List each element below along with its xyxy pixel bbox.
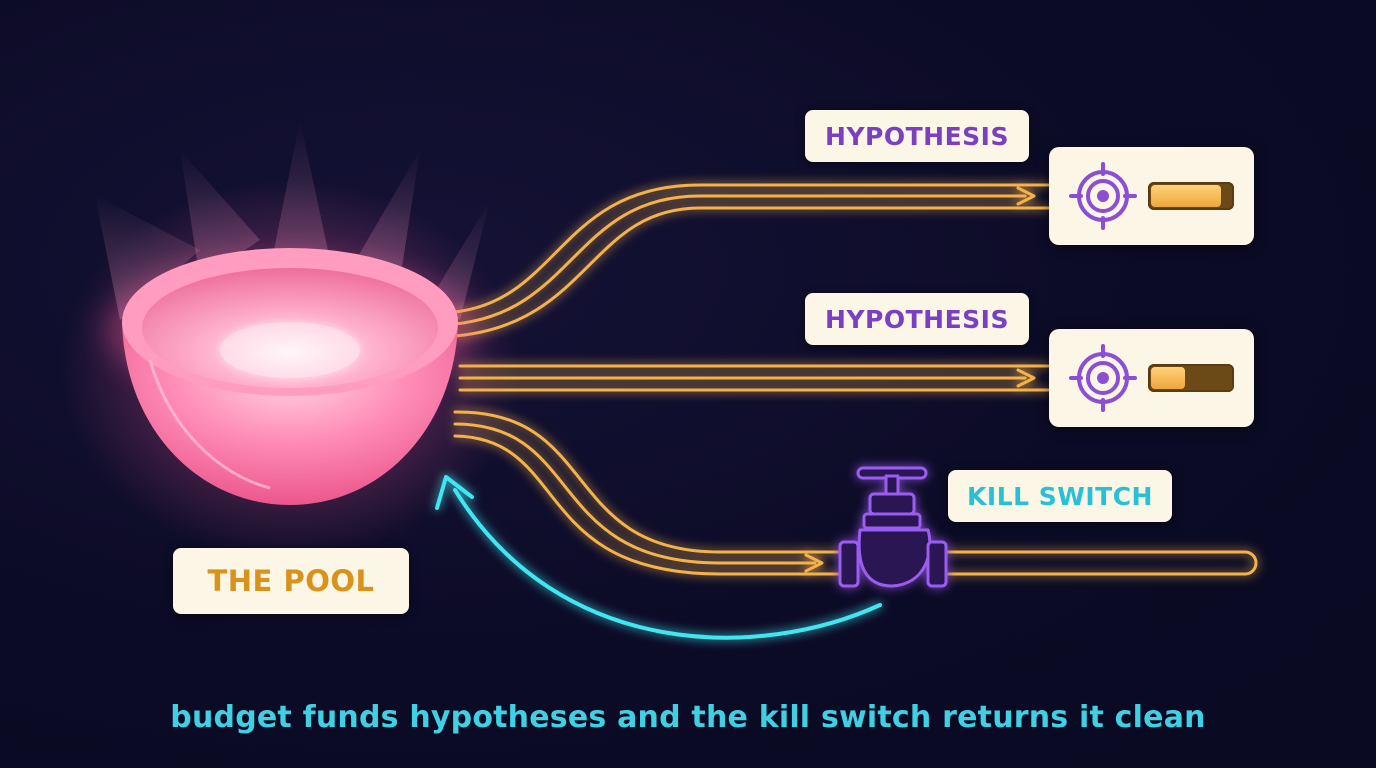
budget-bar-fill-1 bbox=[1151, 185, 1222, 207]
valve-icon[interactable] bbox=[838, 466, 948, 588]
bowl-icon bbox=[105, 248, 475, 505]
hypothesis-card-1[interactable] bbox=[1049, 147, 1254, 245]
target-icon bbox=[1069, 344, 1137, 412]
kill-switch-label: KILL SWITCH bbox=[948, 470, 1172, 522]
pool-label: THE POOL bbox=[173, 548, 409, 614]
budget-bar-fill-2 bbox=[1151, 367, 1185, 389]
flow-to-hypothesis-2 bbox=[458, 364, 1050, 392]
hypothesis-label-2: HYPOTHESIS bbox=[805, 293, 1029, 345]
budget-bar-2 bbox=[1148, 364, 1234, 392]
hypothesis-label-1: HYPOTHESIS bbox=[805, 110, 1029, 162]
return-arrow bbox=[435, 475, 882, 640]
hypothesis-card-2[interactable] bbox=[1049, 329, 1254, 427]
diagram-caption: budget funds hypotheses and the kill swi… bbox=[170, 700, 1206, 735]
target-icon bbox=[1069, 162, 1137, 230]
flow-to-kill-switch bbox=[453, 410, 1258, 576]
flow-to-hypothesis-1 bbox=[453, 183, 1050, 338]
budget-bar-1 bbox=[1148, 182, 1234, 210]
